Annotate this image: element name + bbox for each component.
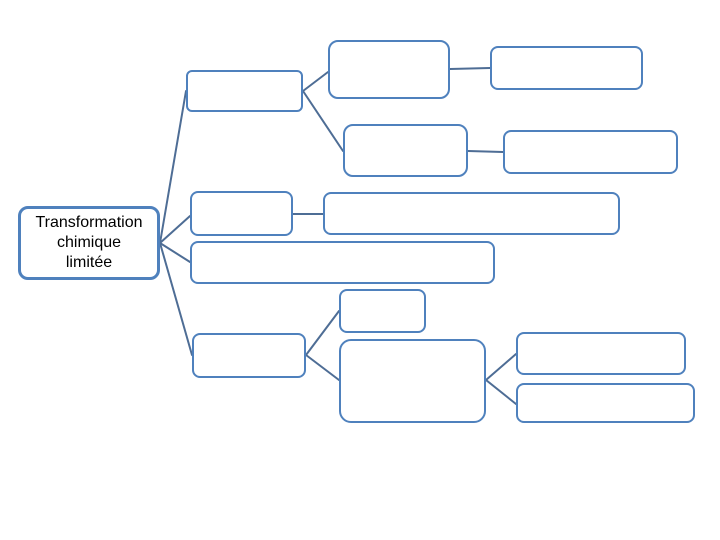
- node-middle-1[interactable]: [190, 191, 293, 236]
- connector-bottom-sub2-leaf1: [485, 353, 517, 381]
- root-label-line: Transformation: [35, 214, 143, 231]
- node-bottom-sub2-leaf1[interactable]: [516, 332, 686, 375]
- node-branch-top[interactable]: [186, 70, 303, 112]
- node-middle-2[interactable]: [190, 241, 495, 284]
- node-top-sub1[interactable]: [328, 40, 450, 99]
- node-branch-bottom[interactable]: [192, 333, 306, 378]
- node-bottom-sub1[interactable]: [339, 289, 426, 333]
- connector-root-middle-2: [159, 242, 191, 263]
- connector-root-branch-bottom: [159, 242, 193, 356]
- node-top-sub2-leaf[interactable]: [503, 130, 678, 174]
- connector-top-sub1-leaf: [449, 67, 491, 70]
- connector-branch-top-sub2: [302, 90, 344, 152]
- connector-root-middle-1: [159, 215, 191, 244]
- connector-top-sub2-leaf: [467, 150, 504, 153]
- root-label-line: chimique: [56, 234, 122, 251]
- node-middle-1-leaf[interactable]: [323, 192, 620, 235]
- connector-branch-bottom-sub1: [305, 310, 340, 356]
- connector-branch-top-sub1: [302, 71, 329, 92]
- connector-bottom-sub2-leaf2: [485, 379, 517, 405]
- connector-branch-bottom-sub2: [305, 354, 340, 381]
- node-root[interactable]: Transformation chimique limitée: [18, 206, 160, 280]
- node-top-sub2[interactable]: [343, 124, 468, 177]
- connector-root-branch-top: [159, 90, 187, 244]
- root-label-line: limitée: [65, 254, 113, 271]
- node-top-sub1-leaf[interactable]: [490, 46, 643, 90]
- node-bottom-sub2-leaf2[interactable]: [516, 383, 695, 423]
- node-bottom-sub2[interactable]: [339, 339, 486, 423]
